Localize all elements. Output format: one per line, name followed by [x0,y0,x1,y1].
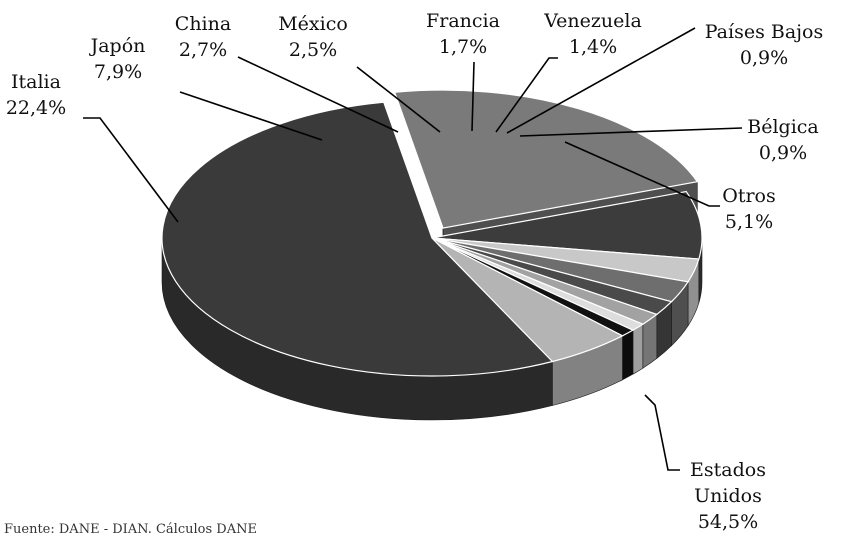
pie-slice-otros [431,237,624,363]
source-note: Fuente: DANE - DIAN. Cálculos DANE [4,522,257,536]
leader-line-venezuela [495,57,558,133]
pie-slice-italia [393,89,699,229]
pie-side-shade-belgica [622,330,633,380]
leader-line-francia [471,61,475,132]
label-name-paises-bajos: Países Bajos [705,21,824,43]
label-value-mexico: 2,5% [289,39,337,61]
leader-line-otros [564,141,720,207]
label-name-francia: Francia [426,10,500,32]
label-venezuela: Venezuela 1,4% [543,10,642,58]
label-name-mexico: México [278,13,348,35]
label-mexico: México 2,5% [278,13,348,61]
pie-side-shade-venezuela [642,314,657,369]
label-belgica: Bélgica 0,9% [747,116,819,164]
label-value-paises-bajos: 0,9% [740,47,788,69]
label-name-belgica: Bélgica [747,116,819,138]
label-name-estados-unidos: Estados [690,459,766,481]
pie-side-shade-estados-unidos [161,238,553,420]
leader-line-japon [179,91,323,141]
leader-line-paises-bajos [506,27,696,134]
label-value-venezuela: 1,4% [569,36,617,58]
label-name-venezuela: Venezuela [543,10,642,32]
label-francia: Francia 1,7% [426,10,500,58]
leader-line-china [237,56,399,133]
label-name-estados-unidos: Unidos [694,485,762,507]
label-otros: Otros 5,1% [722,185,775,233]
pie-slice-japon [431,190,703,260]
label-value-estados-unidos: 54,5% [698,511,758,533]
pie-side-shade-japon [698,238,702,304]
label-name-italia: Italia [11,71,61,93]
label-paises-bajos: Países Bajos 0,9% [705,21,824,69]
leader-line-italia [83,117,179,223]
label-value-italia: 22,4% [6,97,66,119]
pie-side-shade-francia [656,301,672,359]
label-name-china: China [175,13,231,35]
pie-side-shade-paises-bajos [632,324,643,375]
label-value-japon: 7,9% [94,61,142,83]
label-value-china: 2,7% [179,39,227,61]
label-japon: Japón 7,9% [89,35,146,83]
label-china: China 2,7% [175,13,231,61]
leader-line-estados-unidos [644,394,680,471]
leader-line-belgica [519,127,743,137]
pie-slices [161,89,703,421]
label-value-belgica: 0,9% [759,142,807,164]
leader-line-mexico [356,66,441,133]
pie-slice-estados-unidos [161,101,554,377]
label-name-otros: Otros [722,185,775,207]
label-italia: Italia 22,4% [6,71,66,119]
label-leader-lines [83,27,743,471]
label-name-japon: Japón [89,35,146,57]
pie-side-shade-china [688,259,699,326]
pie-side-shade-otros [552,335,623,406]
label-value-otros: 5,1% [725,211,773,233]
label-value-francia: 1,7% [439,36,487,58]
